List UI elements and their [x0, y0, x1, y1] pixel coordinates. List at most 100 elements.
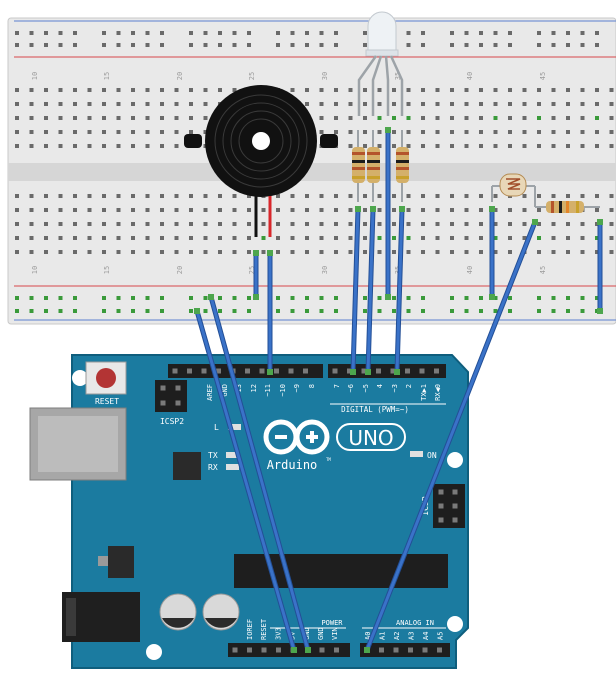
breadboard-hole[interactable]	[464, 31, 469, 35]
breadboard-hole[interactable]	[203, 250, 208, 254]
breadboard-hole[interactable]	[44, 194, 48, 198]
breadboard-hole[interactable]	[145, 43, 150, 47]
header-pin[interactable]	[376, 368, 381, 374]
breadboard-hole[interactable]	[203, 222, 208, 226]
breadboard-hole[interactable]	[595, 130, 599, 134]
header-pin[interactable]	[319, 647, 325, 653]
breadboard-hole[interactable]	[450, 222, 454, 226]
header-pin[interactable]	[452, 517, 458, 523]
breadboard-hole[interactable]	[131, 309, 135, 313]
breadboard-hole[interactable]	[247, 250, 251, 254]
breadboard-hole[interactable]	[392, 309, 396, 313]
breadboard-hole[interactable]	[131, 43, 135, 47]
breadboard-hole[interactable]	[551, 88, 556, 92]
breadboard-hole[interactable]	[580, 43, 585, 47]
breadboard-hole[interactable]	[522, 208, 527, 212]
breadboard-hole[interactable]	[145, 102, 150, 106]
breadboard-hole[interactable]	[102, 208, 106, 212]
header-pin[interactable]	[334, 647, 339, 653]
breadboard-hole[interactable]	[580, 194, 585, 198]
breadboard-hole[interactable]	[421, 236, 425, 240]
header-pin[interactable]	[393, 647, 399, 653]
breadboard-hole[interactable]	[479, 208, 483, 212]
breadboard-hole[interactable]	[479, 309, 483, 313]
breadboard-hole[interactable]	[537, 130, 541, 134]
header-pin[interactable]	[379, 647, 384, 653]
breadboard-hole[interactable]	[73, 250, 77, 254]
breadboard-hole[interactable]	[73, 222, 77, 226]
breadboard-hole[interactable]	[363, 296, 367, 300]
breadboard-hole[interactable]	[363, 208, 367, 212]
breadboard-hole[interactable]	[537, 236, 541, 240]
breadboard-hole[interactable]	[174, 144, 179, 148]
breadboard-hole[interactable]	[131, 296, 135, 300]
header-pin[interactable]	[361, 368, 367, 374]
breadboard-hole[interactable]	[377, 250, 382, 254]
breadboard-hole[interactable]	[131, 194, 135, 198]
breadboard-hole[interactable]	[450, 250, 454, 254]
breadboard-hole[interactable]	[406, 236, 411, 240]
breadboard-hole[interactable]	[276, 250, 280, 254]
breadboard-hole[interactable]	[44, 43, 48, 47]
breadboard-hole[interactable]	[551, 309, 556, 313]
breadboard-hole[interactable]	[537, 250, 541, 254]
breadboard-hole[interactable]	[116, 116, 121, 120]
breadboard-hole[interactable]	[421, 130, 425, 134]
breadboard-hole[interactable]	[116, 43, 121, 47]
breadboard-hole[interactable]	[522, 194, 527, 198]
breadboard-hole[interactable]	[102, 31, 106, 35]
breadboard-hole[interactable]	[609, 144, 614, 148]
breadboard-hole[interactable]	[348, 194, 353, 198]
breadboard-hole[interactable]	[15, 130, 19, 134]
header-pin[interactable]	[347, 368, 352, 374]
breadboard-hole[interactable]	[174, 208, 179, 212]
breadboard-hole[interactable]	[305, 309, 309, 313]
breadboard-hole[interactable]	[406, 88, 411, 92]
breadboard-hole[interactable]	[116, 309, 121, 313]
breadboard-hole[interactable]	[160, 116, 164, 120]
breadboard-hole[interactable]	[44, 130, 48, 134]
breadboard-hole[interactable]	[261, 236, 266, 240]
breadboard-hole[interactable]	[319, 194, 324, 198]
breadboard-hole[interactable]	[508, 250, 512, 254]
breadboard-hole[interactable]	[160, 43, 164, 47]
breadboard-hole[interactable]	[174, 222, 179, 226]
breadboard-hole[interactable]	[116, 31, 121, 35]
breadboard-hole[interactable]	[508, 309, 512, 313]
breadboard-hole[interactable]	[15, 309, 19, 313]
breadboard-hole[interactable]	[421, 222, 425, 226]
breadboard-hole[interactable]	[87, 250, 92, 254]
breadboard-hole[interactable]	[348, 208, 353, 212]
header-pin[interactable]	[172, 368, 178, 374]
header-pin[interactable]	[274, 368, 279, 374]
breadboard-hole[interactable]	[493, 222, 498, 226]
breadboard-hole[interactable]	[116, 236, 121, 240]
breadboard-hole[interactable]	[116, 102, 121, 106]
breadboard-hole[interactable]	[73, 116, 77, 120]
breadboard-hole[interactable]	[479, 236, 483, 240]
breadboard-hole[interactable]	[522, 88, 527, 92]
breadboard-hole[interactable]	[537, 43, 541, 47]
breadboard-hole[interactable]	[203, 88, 208, 92]
header-pin[interactable]	[175, 385, 181, 391]
breadboard-hole[interactable]	[464, 88, 469, 92]
breadboard-hole[interactable]	[508, 144, 512, 148]
breadboard-hole[interactable]	[537, 222, 541, 226]
breadboard-hole[interactable]	[537, 296, 541, 300]
breadboard-hole[interactable]	[305, 102, 309, 106]
breadboard-hole[interactable]	[479, 31, 483, 35]
breadboard-hole[interactable]	[421, 116, 425, 120]
breadboard-hole[interactable]	[44, 236, 48, 240]
breadboard-hole[interactable]	[319, 222, 324, 226]
breadboard-hole[interactable]	[247, 194, 251, 198]
breadboard-hole[interactable]	[450, 116, 454, 120]
breadboard-hole[interactable]	[392, 208, 396, 212]
breadboard-hole[interactable]	[305, 222, 309, 226]
breadboard-hole[interactable]	[479, 102, 483, 106]
breadboard-hole[interactable]	[131, 31, 135, 35]
breadboard-hole[interactable]	[334, 296, 338, 300]
breadboard-hole[interactable]	[73, 208, 77, 212]
breadboard-hole[interactable]	[377, 130, 382, 134]
breadboard-hole[interactable]	[218, 43, 222, 47]
breadboard-hole[interactable]	[189, 116, 193, 120]
